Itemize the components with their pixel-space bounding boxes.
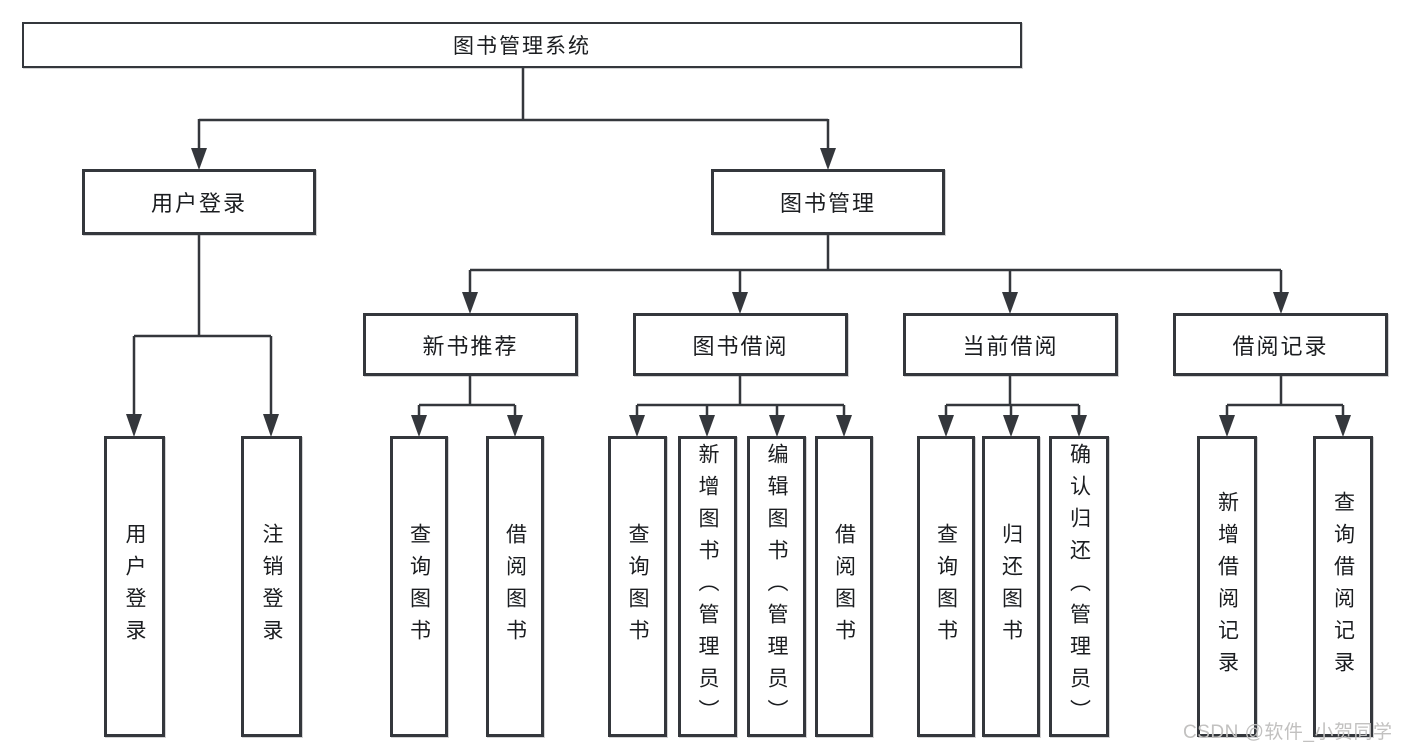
watermark: CSDN @软件_小贺同学 — [1183, 722, 1393, 743]
connector-user-login — [132, 234, 273, 416]
connector-borrowing-records — [1225, 376, 1345, 418]
node-label: 注销登录 — [260, 522, 283, 651]
arrowhead — [699, 415, 715, 437]
leaf-borrow-books-recommend: 借阅图书 — [486, 436, 544, 737]
arrowhead — [629, 415, 645, 437]
arrowhead — [462, 292, 478, 314]
connector-book-management — [468, 235, 1283, 293]
arrowhead — [769, 415, 785, 437]
node-label: 新增借阅记录 — [1215, 490, 1239, 683]
node-label: 归还图书 — [999, 522, 1023, 651]
node-label: 新增图书（管理员） — [696, 442, 719, 731]
leaf-borrow-books-borrowing: 借阅图书 — [815, 436, 873, 737]
node-current-borrowing: 当前借阅 — [903, 313, 1118, 376]
leaf-edit-book-admin: 编辑图书（管理员） — [747, 436, 806, 737]
node-user-login: 用户登录 — [82, 169, 316, 235]
node-label: 查询图书 — [934, 522, 958, 651]
connector-root — [197, 68, 830, 150]
node-label: 图书借阅 — [692, 333, 789, 359]
arrowhead — [1335, 415, 1351, 437]
arrowhead — [1219, 415, 1235, 437]
arrowhead — [732, 292, 748, 314]
node-label: 借阅图书 — [832, 522, 856, 651]
leaf-return-books: 归还图书 — [982, 436, 1040, 737]
node-label: 用户登录 — [150, 191, 247, 216]
connector-new-book-recommendation — [417, 376, 517, 418]
node-label: 图书管理 — [779, 191, 876, 216]
leaf-query-books-current: 查询图书 — [917, 436, 975, 737]
leaf-query-books-recommend: 查询图书 — [390, 436, 448, 737]
arrowhead — [191, 148, 207, 170]
arrowhead — [836, 415, 852, 437]
leaf-confirm-return-admin: 确认归还（管理员） — [1049, 436, 1109, 737]
node-label: 查询图书 — [407, 522, 431, 651]
node-label: 新书推荐 — [422, 333, 519, 359]
node-label: 用户登录 — [123, 522, 146, 651]
leaf-user-login: 用户登录 — [104, 436, 165, 737]
connector-book-borrowing — [635, 376, 846, 418]
arrowhead — [411, 415, 427, 437]
arrowhead — [507, 415, 523, 437]
arrowhead — [1003, 415, 1019, 437]
node-library-management-system: 图书管理系统 — [22, 22, 1022, 68]
node-label: 借阅图书 — [503, 522, 527, 651]
node-book-management: 图书管理 — [711, 169, 945, 235]
node-label: 查询图书 — [626, 522, 649, 651]
arrowhead — [126, 414, 142, 437]
node-borrowing-records: 借阅记录 — [1173, 313, 1388, 376]
arrowhead — [820, 148, 836, 170]
node-label: 查询借阅记录 — [1331, 490, 1355, 683]
arrowhead — [938, 415, 954, 437]
leaf-query-borrow-record: 查询借阅记录 — [1313, 436, 1373, 737]
node-label: 编辑图书（管理员） — [765, 442, 788, 731]
node-label: 确认归还（管理员） — [1067, 442, 1091, 731]
node-label: 图书管理系统 — [453, 35, 591, 58]
node-label: 借阅记录 — [1232, 333, 1329, 359]
leaf-add-book-admin: 新增图书（管理员） — [678, 436, 737, 737]
node-new-book-recommendation: 新书推荐 — [363, 313, 578, 376]
connector-current-borrowing — [944, 376, 1081, 418]
leaf-query-books-borrowing: 查询图书 — [608, 436, 667, 737]
arrowhead — [1071, 415, 1087, 437]
leaf-logout: 注销登录 — [241, 436, 302, 737]
arrowhead — [1273, 292, 1289, 314]
node-label: 当前借阅 — [962, 333, 1059, 359]
leaf-add-borrow-record: 新增借阅记录 — [1197, 436, 1257, 737]
arrowhead — [263, 414, 279, 437]
arrowhead — [1002, 292, 1018, 314]
node-book-borrowing: 图书借阅 — [633, 313, 848, 376]
